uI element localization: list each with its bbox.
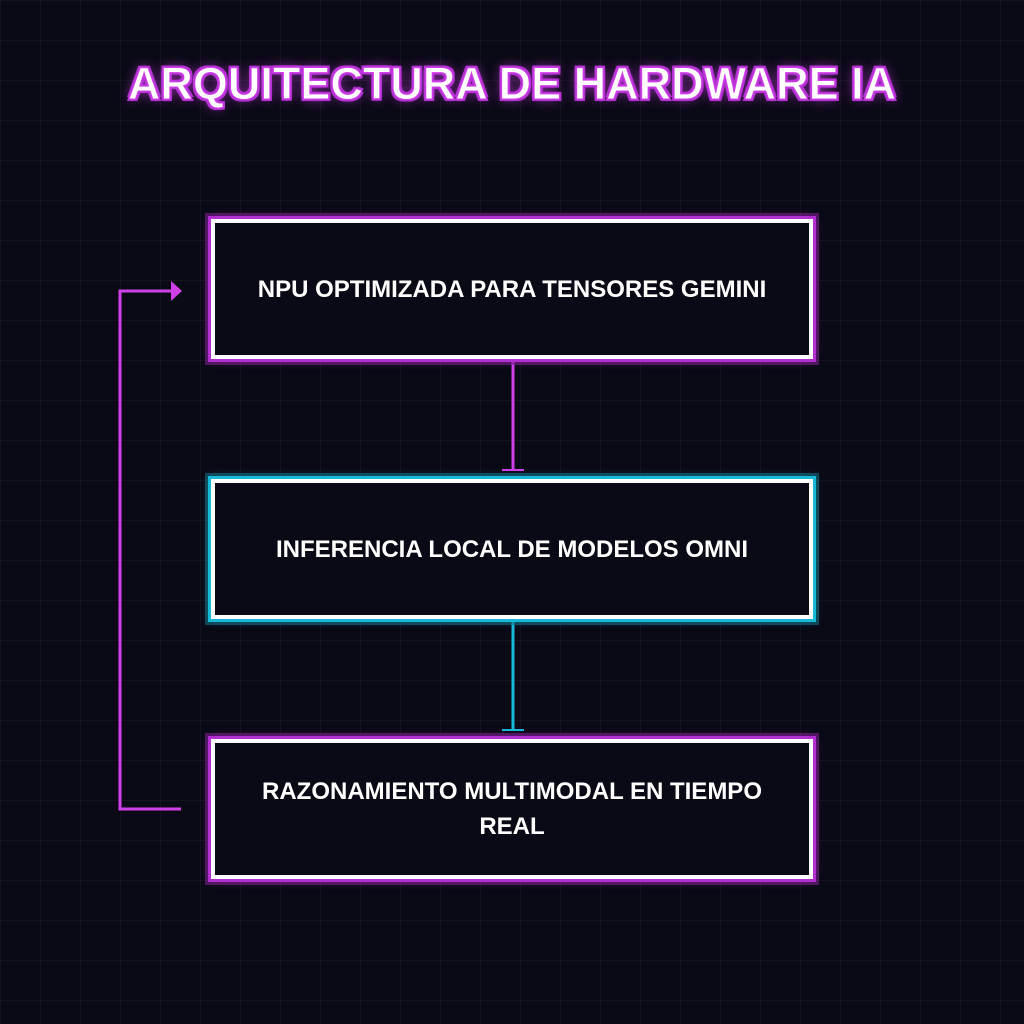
- node-npu-label: NPU OPTIMIZADA PARA TENSORES GEMINI: [257, 275, 767, 303]
- feedback-arrowhead-icon: [171, 281, 182, 301]
- edge-feedback-loop: [118, 289, 181, 811]
- node-npu: NPU OPTIMIZADA PARA TENSORES GEMINI: [211, 219, 813, 359]
- node-inferencia-label: INFERENCIA LOCAL DE MODELOS OMNI: [275, 535, 748, 563]
- diagram-title: ARQUITECTURA DE HARDWARE IA: [127, 58, 897, 110]
- node-inferencia: INFERENCIA LOCAL DE MODELOS OMNI: [211, 479, 813, 619]
- node-razonamiento: RAZONAMIENTO MULTIMODAL EN TIEMPO REAL: [211, 739, 813, 879]
- node-razonamiento-label: RAZONAMIENTO MULTIMODAL EN TIEMPO REAL: [262, 778, 762, 840]
